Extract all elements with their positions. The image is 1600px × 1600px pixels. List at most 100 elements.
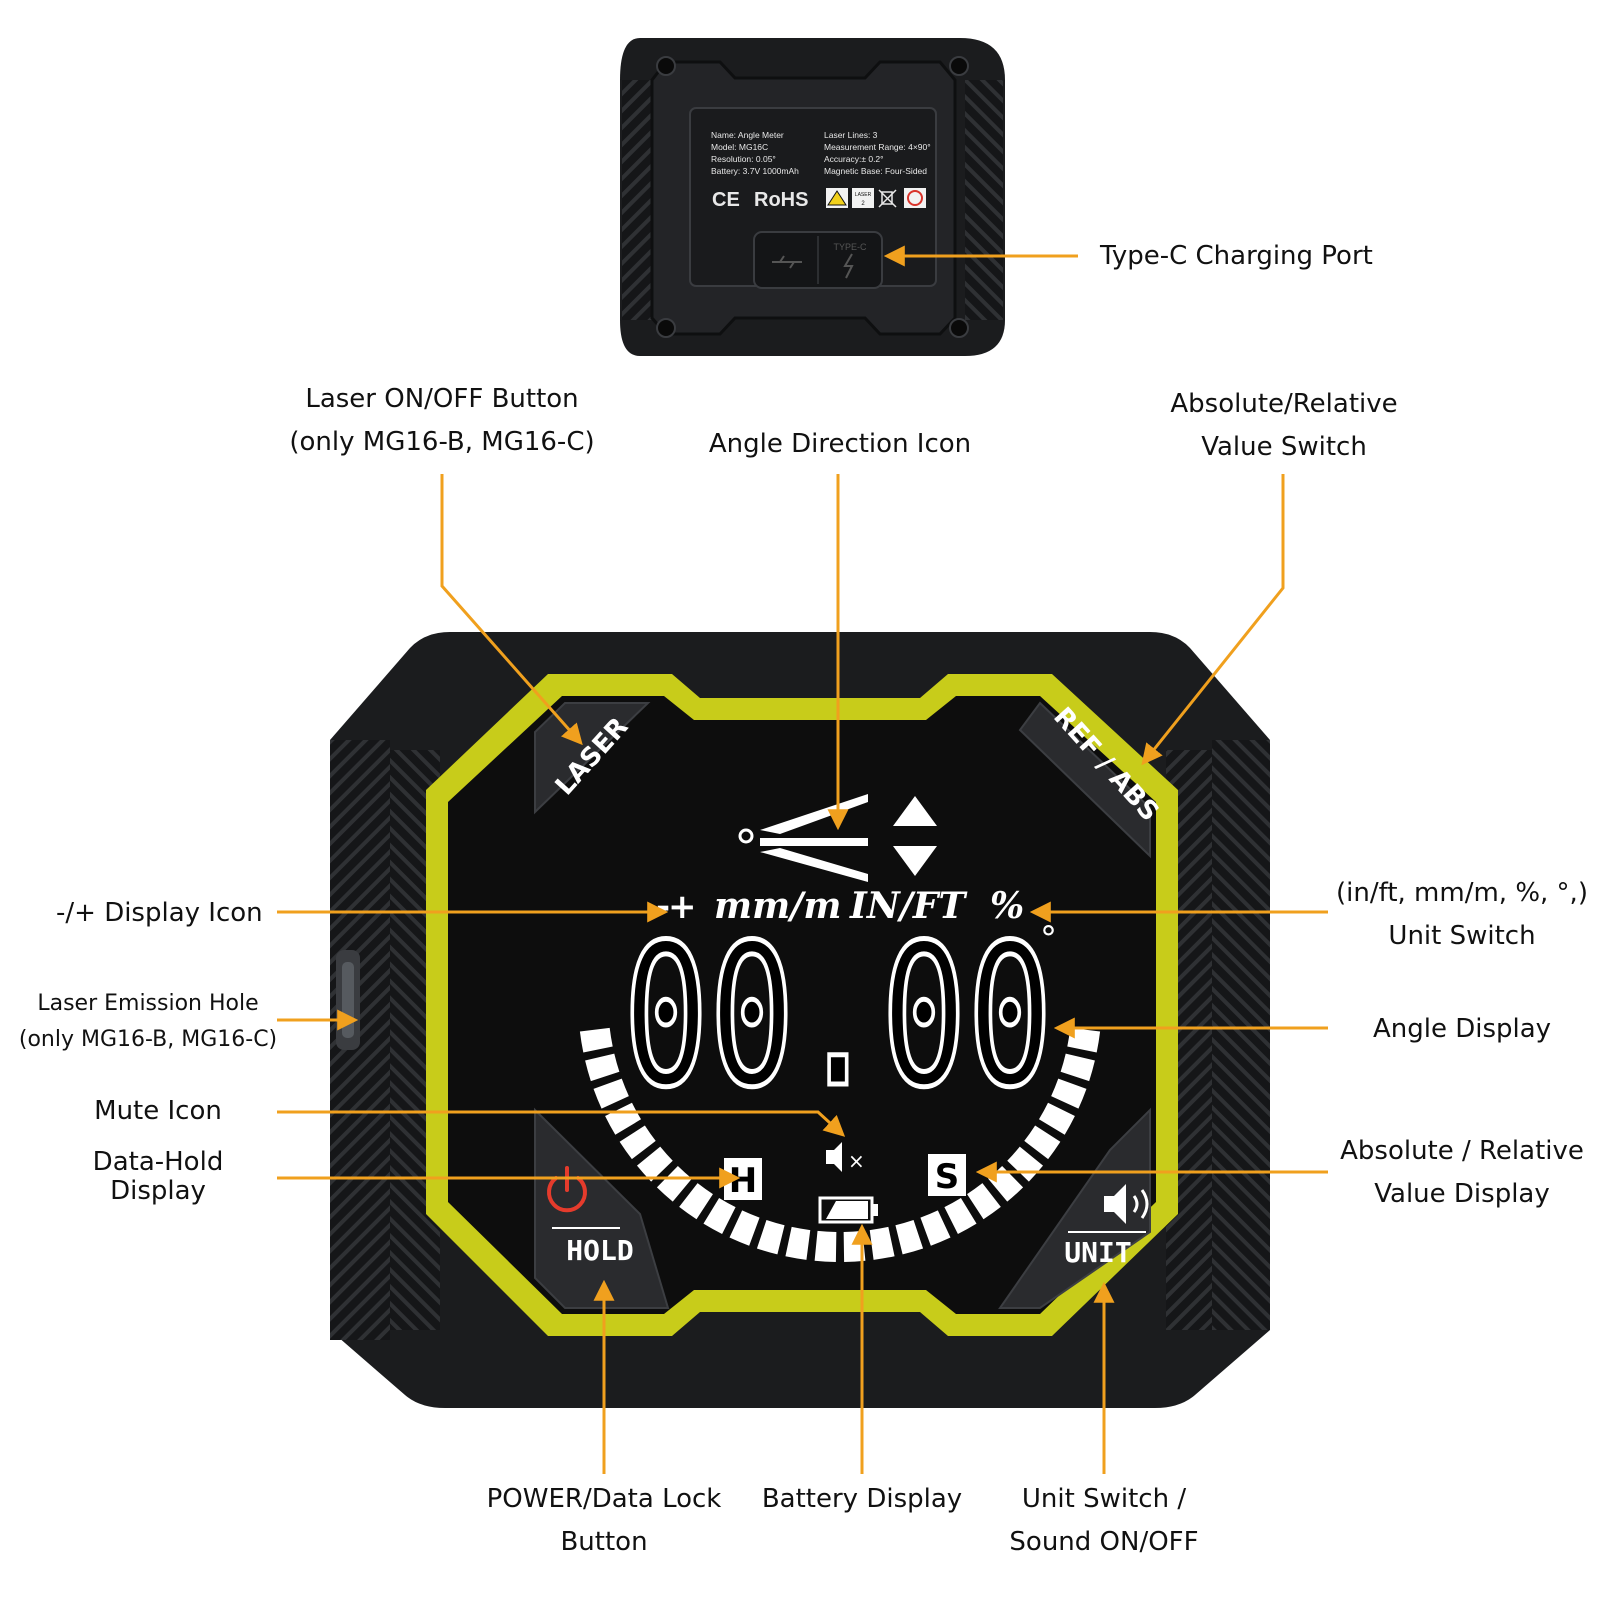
label-angle-display-text: Angle Display (1372, 1014, 1552, 1044)
label-unit-switch-line1: (in/ft, mm/m, %, °,) (1336, 878, 1588, 908)
label-laser-button-line2: (only MG16-B, MG16-C) (289, 427, 595, 457)
spec-range: Measurement Range: 4×90° (824, 142, 931, 152)
usb-icon (772, 255, 802, 269)
unit-button[interactable] (998, 1107, 1151, 1309)
hold-button[interactable] (534, 1107, 670, 1309)
ref-abs-button[interactable] (1018, 701, 1151, 859)
degree-symbol: ° (1040, 919, 1057, 959)
label-unit-sound: Unit Switch / Sound ON/OFF (1009, 1478, 1198, 1564)
label-mute: Mute Icon (94, 1090, 222, 1133)
arc-segment (679, 1183, 713, 1220)
port-cover-label: TYPE-C (833, 242, 867, 252)
device-back-view: Name: Angle Meter Model: MG16C Resolutio… (620, 38, 1005, 356)
plus-sign: + (668, 887, 697, 927)
speaker-icon (1104, 1184, 1149, 1224)
ce-mark: CE (712, 189, 740, 211)
rohs-mark: RoHS (754, 189, 808, 211)
spec-accuracy: Accuracy:± 0.2° (824, 154, 884, 164)
arc-segment (703, 1198, 736, 1234)
label-power-button: POWER/Data Lock Button (487, 1478, 722, 1564)
arc-segment (636, 1146, 673, 1182)
label-unit-switch-line2: Unit Switch (1388, 921, 1536, 951)
label-battery-display-text: Battery Display (761, 1484, 963, 1514)
arc-segment (756, 1220, 785, 1255)
label-laser-hole: Laser Emission Hole (only MG16-B, MG16-C… (19, 986, 277, 1058)
spec-laser-lines: Laser Lines: 3 (824, 130, 878, 140)
unit-button-label: UNIT (1064, 1236, 1131, 1269)
arc-segment (988, 1165, 1024, 1202)
laser-warning-icon (826, 188, 848, 208)
label-angle-direction: Angle Direction Icon (709, 423, 971, 466)
label-battery-display: Battery Display (762, 1478, 962, 1521)
lightning-icon (843, 253, 854, 279)
label-abs-rel-display-line2: Value Display (1374, 1179, 1550, 1209)
arc-segment (593, 1078, 629, 1109)
arc-segment (920, 1210, 951, 1246)
arc-segment (869, 1226, 895, 1260)
callout-mute (277, 1110, 846, 1137)
label-data-hold-line2: Display (110, 1176, 206, 1206)
label-abs-rel-switch-line2: Value Switch (1201, 432, 1367, 462)
angle-reading: 00.00 (623, 903, 1053, 1131)
angle-direction-icon (738, 794, 937, 882)
arc-segment (1067, 1027, 1101, 1053)
callout-laser-button (440, 474, 583, 746)
hold-indicator-text: H (729, 1161, 757, 1201)
spec-battery: Battery: 3.7V 1000mAh (711, 166, 799, 176)
callout-ref-abs (1141, 474, 1285, 766)
lcd-screen: - + mm/m IN/FT % 00.00 ° H S × (579, 794, 1101, 1262)
label-mute-text: Mute Icon (94, 1096, 222, 1126)
arc-segment (656, 1165, 692, 1202)
label-abs-rel-display-line1: Absolute / Relative (1340, 1136, 1584, 1166)
callout-lines (277, 245, 1328, 1474)
right-grip (1212, 740, 1270, 1330)
arc-segment (1051, 1078, 1087, 1109)
label-minus-plus: -/+ Display Icon (56, 892, 263, 935)
mute-icon (826, 1142, 842, 1172)
no-laser-icon (904, 188, 926, 208)
arc-segment (729, 1210, 760, 1246)
laser-class-tag (852, 188, 874, 208)
unit-in-per-ft: IN/FT (849, 885, 967, 927)
label-data-hold-line1: Data-Hold (92, 1147, 224, 1177)
label-unit-switch: (in/ft, mm/m, %, °,) Unit Switch (1336, 872, 1588, 958)
unit-percent: % (990, 885, 1024, 927)
weee-bin-icon (878, 189, 897, 208)
label-type-c-port-text: Type-C Charging Port (1100, 241, 1373, 271)
arc-segment (619, 1125, 656, 1160)
arc-segment (1038, 1102, 1075, 1135)
laser-tag-number: 2 (861, 201, 865, 207)
arc-segment (579, 1027, 613, 1053)
spec-label: Name: Angle Meter Model: MG16C Resolutio… (711, 130, 931, 176)
label-data-hold: Data-Hold Display (93, 1148, 224, 1206)
abs-rel-indicator-text: S (935, 1157, 960, 1197)
type-c-port-cover: TYPE-C (753, 231, 883, 289)
laser-tag-text: LASER (855, 192, 872, 198)
label-type-c-port: Type-C Charging Port (1100, 235, 1373, 278)
arc-segment (1060, 1053, 1095, 1082)
battery-icon (818, 1196, 878, 1224)
hold-button-label: HOLD (566, 1234, 633, 1267)
label-angle-display: Angle Display (1373, 1008, 1551, 1051)
label-laser-button: Laser ON/OFF Button (only MG16-B, MG16-C… (289, 378, 594, 464)
label-unit-sound-line1: Unit Switch / (1021, 1484, 1187, 1514)
spec-magnetic: Magnetic Base: Four-Sided (824, 166, 927, 176)
label-laser-hole-line1: Laser Emission Hole (37, 991, 259, 1016)
label-laser-hole-line2: (only MG16-B, MG16-C) (18, 1027, 278, 1052)
spec-name: Name: Angle Meter (711, 130, 784, 140)
arc-segment (944, 1198, 977, 1234)
unit-mm-per-m: mm/m (714, 885, 841, 927)
spec-model: Model: MG16C (711, 142, 768, 152)
spec-resolution: Resolution: 0.05° (711, 154, 776, 164)
arc-segment (785, 1226, 811, 1260)
label-angle-direction-text: Angle Direction Icon (708, 429, 972, 459)
label-minus-plus-text: -/+ Display Icon (56, 898, 263, 928)
arc-segment (1024, 1125, 1061, 1160)
label-abs-rel-switch-line1: Absolute/Relative (1170, 389, 1398, 419)
abs-rel-indicator-icon (928, 1154, 966, 1196)
label-power-button-line2: Button (560, 1527, 648, 1557)
label-laser-button-line1: Laser ON/OFF Button (305, 384, 579, 414)
label-abs-rel-switch: Absolute/Relative Value Switch (1170, 383, 1397, 469)
label-unit-sound-line2: Sound ON/OFF (1009, 1527, 1199, 1557)
label-abs-rel-display: Absolute / Relative Value Display (1340, 1130, 1584, 1216)
